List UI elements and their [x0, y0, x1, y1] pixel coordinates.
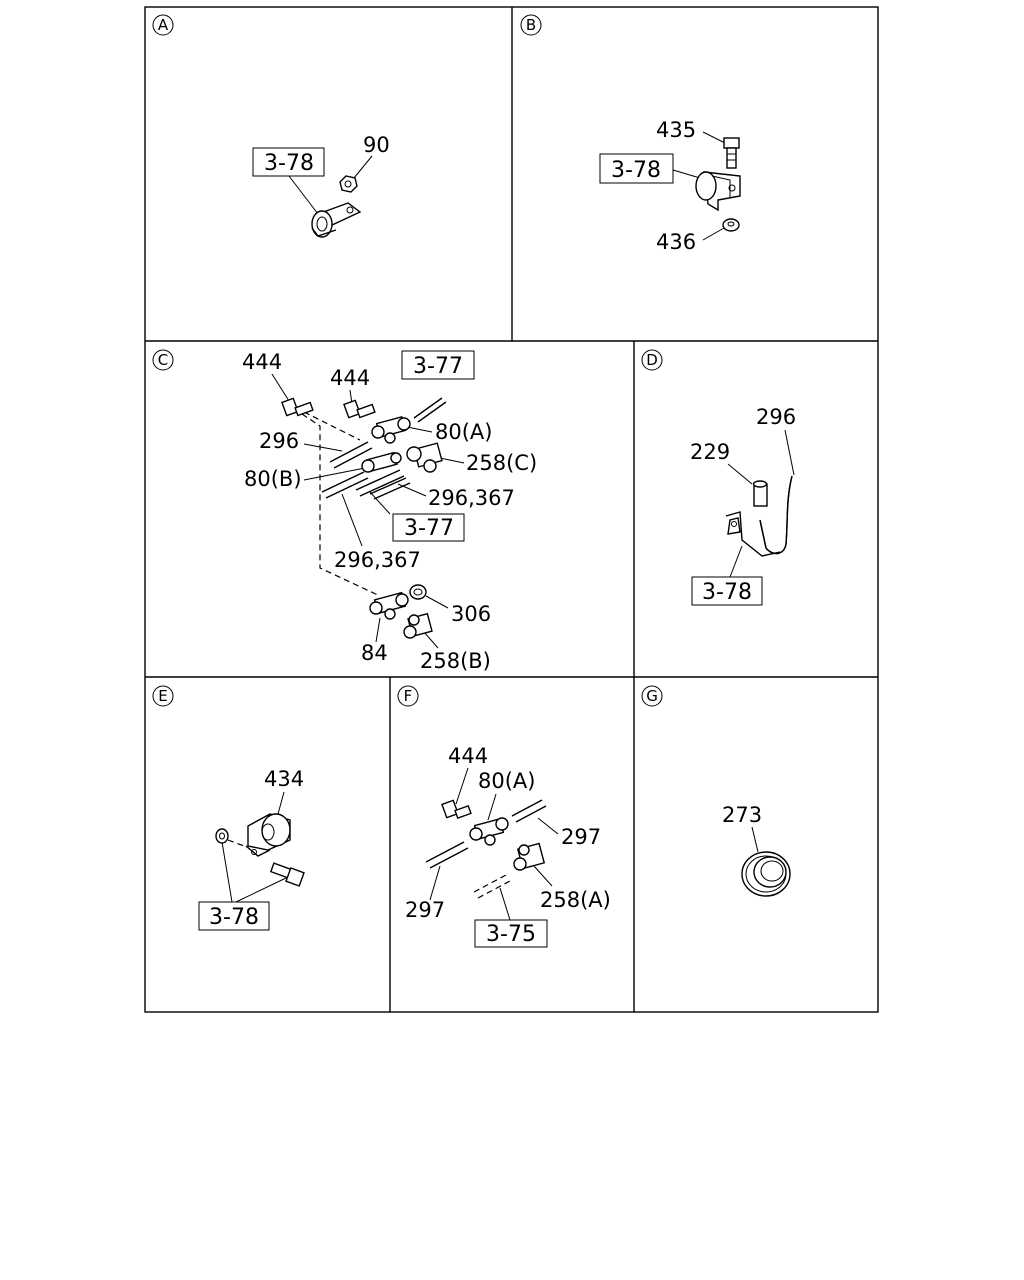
- pipe-icon: [511, 799, 547, 823]
- part-label-273: 273: [722, 803, 762, 827]
- part-label-444: 444: [448, 744, 488, 768]
- tee-connector-icon: [369, 591, 409, 620]
- bolt-icon: [269, 862, 305, 887]
- part-label-297: 297: [405, 898, 445, 922]
- diagram-grid: [144, 6, 879, 1013]
- plug-icon: [409, 584, 427, 600]
- section-a-ref-box[interactable]: 3-78: [252, 147, 325, 177]
- tee-connector-icon: [361, 451, 402, 473]
- part-label-90: 90: [363, 133, 390, 157]
- part-label-434: 434: [264, 767, 304, 791]
- part-label-258b: 258(B): [420, 649, 491, 673]
- bracket-icon: [725, 511, 781, 557]
- washer-icon: [215, 828, 229, 844]
- bolt-icon: [281, 397, 314, 417]
- svg-text:E: E: [158, 687, 167, 705]
- section-e-marker: E: [152, 685, 174, 707]
- nut-icon: [722, 218, 740, 232]
- svg-text:A: A: [158, 16, 169, 34]
- section-e-ref-box[interactable]: 3-78: [198, 901, 270, 931]
- section-b-ref-box[interactable]: 3-78: [599, 153, 674, 184]
- section-e: E 3-78 434: [152, 685, 305, 931]
- part-label-436: 436: [656, 230, 696, 254]
- section-f-ref-box[interactable]: 3-75: [474, 919, 548, 948]
- rubber-bracket-icon: [245, 813, 291, 857]
- tee-connector-icon: [469, 817, 509, 846]
- tee-connector-icon: [371, 416, 411, 444]
- part-label-258a: 258(A): [540, 888, 611, 912]
- svg-text:3-78: 3-78: [209, 905, 259, 930]
- pipe-icon: [413, 397, 447, 423]
- part-label-444: 444: [330, 366, 370, 390]
- svg-text:3-75: 3-75: [486, 922, 536, 947]
- bolt-icon: [723, 137, 740, 169]
- pipe-icon: [425, 841, 469, 869]
- pipe-icon: [355, 469, 405, 497]
- section-b: B 3-78 435 436: [520, 14, 741, 254]
- nut-icon: [339, 175, 358, 193]
- rubber-bracket-icon: [695, 171, 741, 212]
- section-a: A 3-78 90: [152, 14, 390, 238]
- pipe-icon: [473, 873, 513, 899]
- section-b-marker: B: [520, 14, 542, 36]
- part-label-80b: 80(B): [244, 467, 302, 491]
- pipe-icon: [321, 471, 369, 499]
- section-f: F 3-75 444 80(A) 297 297 258(A): [397, 685, 611, 948]
- part-label-296: 296: [756, 405, 796, 429]
- elbow-connector-icon: [406, 442, 443, 473]
- section-f-marker: F: [397, 685, 419, 707]
- part-label-258c: 258(C): [466, 451, 537, 475]
- clamp-bracket-icon: [311, 202, 362, 238]
- elbow-connector-icon: [513, 842, 546, 871]
- section-d-marker: D: [641, 349, 663, 371]
- pipe-icon: [369, 477, 411, 500]
- part-label-297: 297: [561, 825, 601, 849]
- svg-text:3-77: 3-77: [404, 516, 454, 541]
- part-label-80a: 80(A): [435, 420, 492, 444]
- bolt-icon: [343, 399, 376, 419]
- svg-text:3-78: 3-78: [611, 158, 661, 183]
- section-c-ref-box-2[interactable]: 3-77: [392, 513, 465, 542]
- section-c-ref-box-1[interactable]: 3-77: [401, 350, 475, 380]
- svg-text:D: D: [646, 351, 658, 369]
- hose-icon: [759, 475, 793, 555]
- section-d: D 3-78 296 229: [641, 349, 796, 606]
- part-label-296: 296: [259, 429, 299, 453]
- grommet-icon: [741, 851, 791, 897]
- svg-text:B: B: [526, 16, 536, 34]
- svg-text:3-78: 3-78: [702, 580, 752, 605]
- part-label-435: 435: [656, 118, 696, 142]
- pipe-icon: [329, 441, 373, 469]
- part-label-80a: 80(A): [478, 769, 535, 793]
- section-c: C 3-77 3-77 444 444 296 80(A) 80(B) 258(…: [152, 349, 537, 673]
- section-d-ref-box[interactable]: 3-78: [691, 576, 763, 606]
- svg-text:G: G: [646, 687, 658, 705]
- spacer-icon: [752, 480, 768, 507]
- section-g: G 273: [641, 685, 791, 897]
- part-label-306: 306: [451, 602, 491, 626]
- section-g-marker: G: [641, 685, 663, 707]
- part-label-296-367: 296,367: [334, 548, 421, 572]
- section-a-marker: A: [152, 14, 174, 36]
- svg-text:F: F: [404, 687, 413, 705]
- svg-text:3-78: 3-78: [264, 151, 314, 176]
- svg-text:3-77: 3-77: [413, 354, 463, 379]
- part-label-84: 84: [361, 641, 388, 665]
- svg-text:C: C: [158, 351, 168, 369]
- part-label-444: 444: [242, 350, 282, 374]
- part-label-229: 229: [690, 440, 730, 464]
- bolt-icon: [441, 799, 472, 820]
- part-label-296-367: 296,367: [428, 486, 515, 510]
- section-c-marker: C: [152, 349, 174, 371]
- elbow-connector-icon: [403, 612, 433, 639]
